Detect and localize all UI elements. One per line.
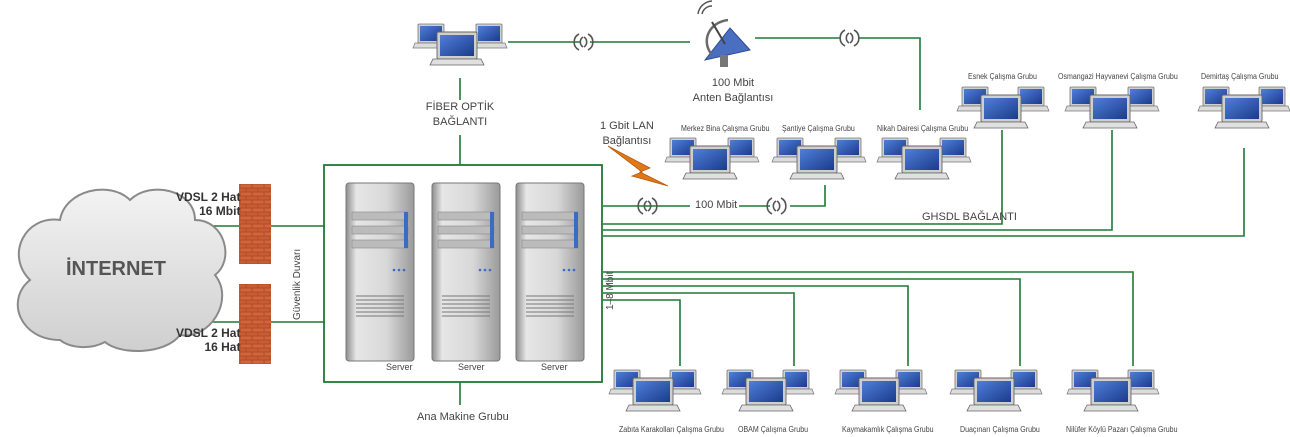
laptop-cluster-esnek <box>956 86 1050 129</box>
group-label-kaymakamlik: Kaymakamlık Çalışma Grubu <box>842 425 934 434</box>
bottom-link-3 <box>603 285 909 366</box>
link-100mbit-label: 100 Mbit <box>693 199 740 211</box>
server-label: Server <box>386 362 413 372</box>
laptop-cluster-demirtas <box>1197 86 1290 129</box>
internet-cloud-icon <box>16 188 227 352</box>
group-label-nikah: Nikah Dairesi Çalışma Grubu <box>877 124 969 133</box>
bottom-link-5 <box>603 299 681 366</box>
laptop-cluster-fiber <box>412 23 508 66</box>
vdsl-top-line2: 16 Mbit <box>199 204 241 218</box>
group-label-osmangazi: Osmangazi Hayvanevi Çalışma Grubu <box>1058 72 1178 81</box>
link-1-8mbit-label: 1–8 Mbit <box>605 271 616 310</box>
antenna-link <box>755 37 921 110</box>
server-icon <box>515 182 585 362</box>
laptop-cluster-nikah <box>876 137 972 180</box>
server-label: Server <box>458 362 485 372</box>
fiber-line1: FİBER OPTİK <box>425 101 495 113</box>
group-label-duacinari: Duaçınarı Çalışma Grubu <box>960 425 1040 434</box>
firewall-bottom-icon <box>239 284 271 364</box>
main-group-box <box>323 164 603 383</box>
vdsl-bottom-label: VDSL 2 Hat 16 Hat <box>176 326 240 354</box>
server-icon <box>431 182 501 362</box>
vdsl-top-line1: VDSL 2 Hat <box>176 190 241 204</box>
group-label-santiye: Şantiye Çalışma Grubu <box>782 124 855 133</box>
laptop-cluster-merkez <box>664 137 760 180</box>
firewall-label: Güvenlik Duvarı <box>292 248 303 320</box>
server-icon <box>345 182 415 362</box>
ghsdl-label: GHSDL BAĞLANTI <box>922 211 1017 223</box>
fiber-line2: BAĞLANTI <box>432 116 488 128</box>
antenna-label: 100 Mbit Anten Bağlantısı <box>683 76 783 106</box>
antenna-line1: 100 Mbit <box>711 77 755 89</box>
fiber-label: FİBER OPTİK BAĞLANTI <box>418 100 502 130</box>
server-label: Server <box>541 362 568 372</box>
vdsl-bottom-line2: 16 Hat <box>204 340 241 354</box>
satellite-dish-icon <box>697 0 751 67</box>
group-label-esnek: Esnek Çalışma Grubu <box>968 72 1037 81</box>
bottom-link-4 <box>603 292 795 366</box>
bottom-link-2 <box>603 278 1021 366</box>
group-label-nilufer: Nilüfer Köylü Pazarı Çalışma Grubu <box>1066 425 1178 434</box>
laptop-cluster-osmangazi <box>1064 86 1160 129</box>
laptop-cluster-obam <box>721 369 815 412</box>
ghsdl-link-1 <box>603 130 1003 225</box>
wireless-icon <box>839 29 860 47</box>
ghsdl-link-3 <box>603 148 1245 237</box>
lan-label: 1 Gbit LAN Bağlantısı <box>600 119 654 149</box>
ghsdl-link-2 <box>603 130 1113 231</box>
lightning-icon <box>607 145 669 187</box>
lan-line2: Bağlantısı <box>602 135 652 147</box>
laptop-cluster-kaymakamlik <box>834 369 928 412</box>
laptop-cluster-nilufer <box>1066 369 1160 412</box>
laptop-cluster-zabita <box>608 369 702 412</box>
group-label-zabita: Zabıta Karakolları Çalışma Grubu <box>619 425 724 434</box>
group-label-demirtas: Demirtaş Çalışma Grubu <box>1201 72 1279 81</box>
laptop-cluster-santiye <box>771 137 867 180</box>
vdsl-top-label: VDSL 2 Hat 16 Mbit <box>176 190 240 218</box>
internet-label: İNTERNET <box>66 258 166 280</box>
antenna-line2: Anten Bağlantısı <box>692 92 774 104</box>
vdsl-bottom-line1: VDSL 2 Hat <box>176 326 241 340</box>
main-group-label: Ana Makine Grubu <box>417 411 509 423</box>
laptop-cluster-duacinari <box>949 369 1043 412</box>
lan-line1: 1 Gbit LAN <box>600 120 654 132</box>
group-label-obam: OBAM Çalışma Grubu <box>738 425 809 434</box>
group-label-merkez: Merkez Bina Çalışma Grubu <box>681 124 770 133</box>
bottom-link-1 <box>603 271 1134 366</box>
firewall-top-icon <box>239 184 271 264</box>
